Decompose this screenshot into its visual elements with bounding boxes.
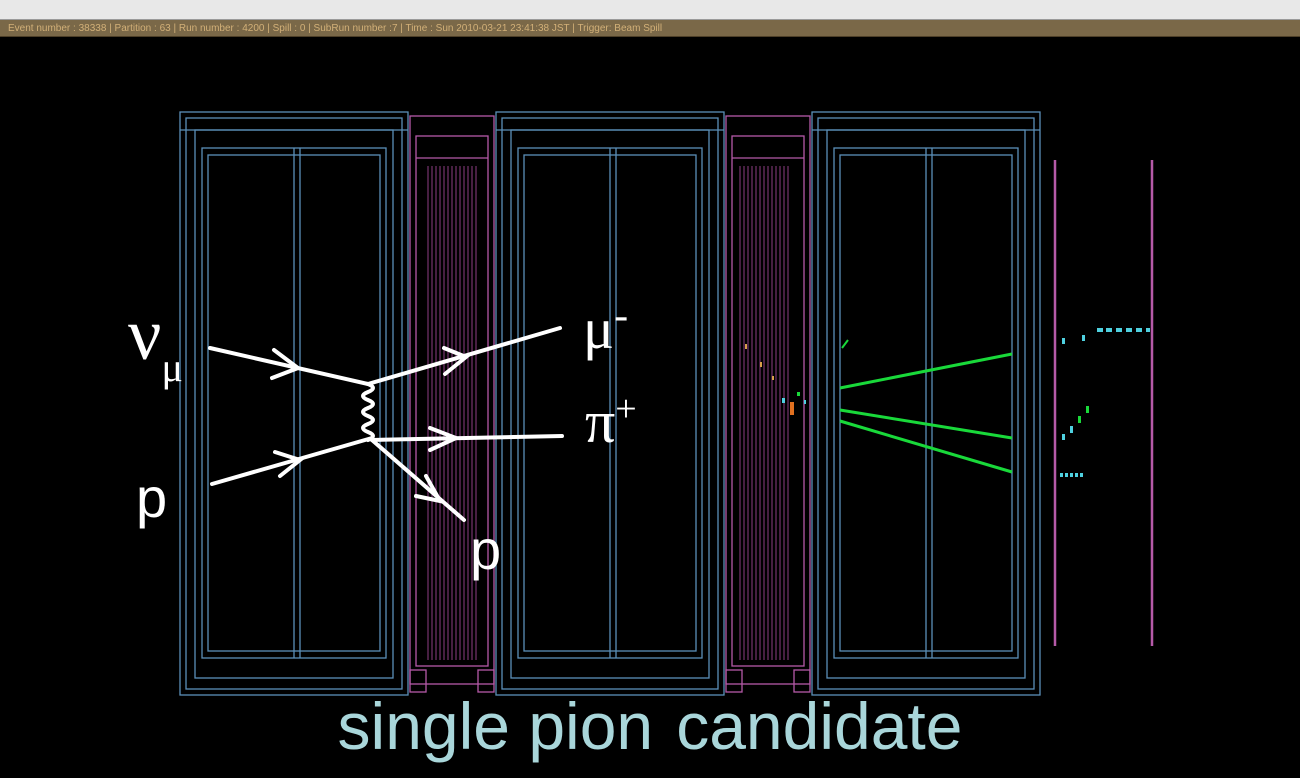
neutrino-arrow-icon — [270, 348, 303, 380]
w-boson-line — [361, 382, 375, 442]
detector-module-2 — [495, 111, 725, 696]
pion-arrow-icon — [428, 426, 462, 452]
outgoing-proton-label: p — [470, 518, 502, 581]
caption-word-2: candidate — [676, 689, 963, 763]
neutrino-label: νμ — [128, 294, 183, 390]
incoming-proton-line — [210, 436, 374, 486]
tracker-1 — [409, 115, 495, 693]
detector-view — [179, 111, 1154, 696]
proton-arrow-icon — [273, 450, 305, 478]
pion-superscript: + — [615, 388, 637, 430]
detector-hits — [745, 328, 1150, 477]
tracker-1-strips — [427, 166, 477, 660]
pion-label: π+ — [585, 388, 637, 455]
detector-module-3 — [811, 111, 1041, 696]
muon-label: μ- — [583, 293, 629, 361]
outgoing-pion-line — [370, 434, 564, 442]
outgoing-proton-arrow-icon — [414, 474, 444, 504]
tracker-2-strips — [739, 166, 789, 660]
detector-module-1 — [179, 111, 409, 696]
reconstructed-tracks — [839, 339, 1013, 474]
incoming-neutrino-line — [208, 346, 370, 386]
window-top-edge — [0, 0, 1300, 20]
caption-word-1: single pion — [337, 689, 654, 763]
muon-arrow-icon — [442, 346, 470, 376]
outgoing-proton-line — [370, 438, 466, 522]
feynman-diagram — [208, 326, 564, 522]
event-info-bar: Event number : 38338 | Partition : 63 | … — [0, 20, 1300, 37]
neutrino-subscript: μ — [161, 345, 183, 390]
muon-range-planes — [1053, 160, 1154, 646]
muon-superscript: - — [614, 293, 629, 339]
incoming-proton-label: p — [136, 466, 168, 529]
